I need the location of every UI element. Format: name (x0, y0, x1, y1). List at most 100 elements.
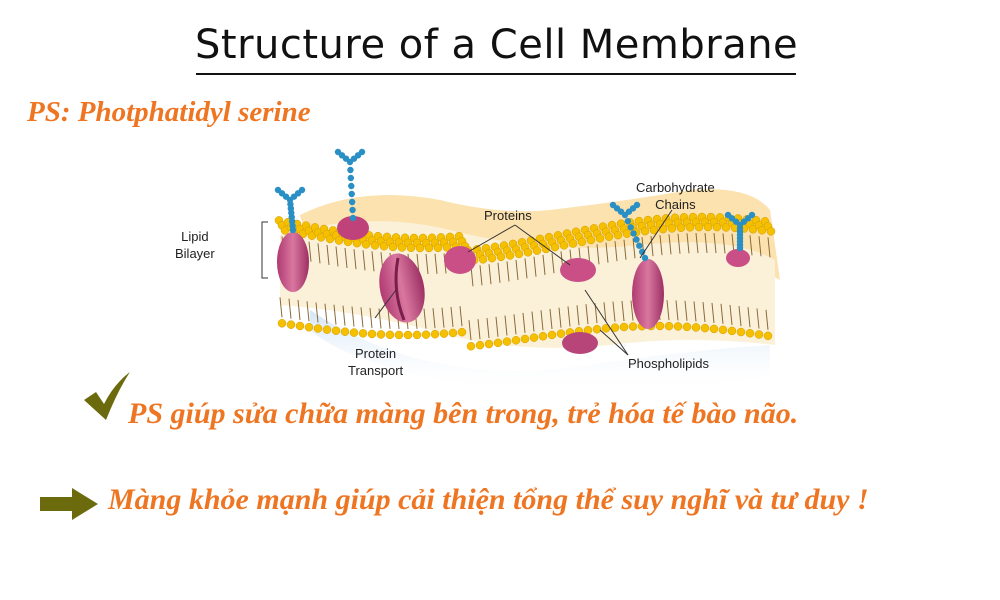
lipid-tail (504, 315, 508, 336)
phospholipid-head (700, 323, 710, 333)
phospholipid-head (286, 320, 296, 329)
phospholipid-head (619, 322, 629, 332)
phospholipid-head (424, 243, 434, 253)
phospholipid-head (277, 319, 287, 328)
lipid-tail (531, 311, 535, 332)
check-statement: PS giúp sửa chữa màng bên trong, trẻ hóa… (128, 397, 799, 430)
lipid-tail (720, 303, 724, 324)
phospholipid-head (709, 324, 719, 334)
lipid-tail (342, 305, 346, 326)
lipid-tail (306, 301, 310, 322)
phospholipid-head (412, 330, 422, 340)
phospholipid-head (559, 241, 569, 250)
lipid-tail (522, 312, 526, 333)
carbohydrate-unit (348, 190, 355, 198)
lipid-tail (551, 253, 555, 274)
lipid-tail (659, 235, 663, 256)
phospholipid-head (406, 243, 416, 253)
phospholipid-head (388, 242, 398, 252)
carbohydrate-unit (347, 174, 355, 182)
lipid-tail (540, 310, 544, 331)
carbohydrate-unit (348, 198, 356, 206)
phospholipid-head (538, 332, 548, 341)
phospholipid-head (361, 240, 371, 249)
lipid-tail (585, 304, 589, 325)
protein-transport-groove (394, 257, 406, 321)
phospholipid-head (667, 224, 677, 233)
label-lipid-bilayer: Lipid Bilayer (175, 229, 215, 261)
carbohydrate-unit (298, 186, 306, 194)
carbohydrate-unit (633, 201, 641, 209)
phospholipid-head (520, 334, 530, 344)
phospholipid-head (421, 330, 431, 339)
phospholipid-head (505, 251, 515, 260)
lipid-tail (695, 233, 699, 254)
arrow-statement: Màng khỏe mạnh giúp cải thiện tổng thể s… (108, 483, 869, 516)
phospholipid-head (415, 243, 425, 253)
protein-left (277, 232, 309, 292)
phospholipid-head (349, 328, 359, 337)
carbohydrate-unit (627, 224, 634, 231)
phospholipid-head (658, 224, 668, 234)
lipid-tail (488, 264, 492, 285)
phospholipid-head (664, 321, 674, 331)
lipid-tail (315, 302, 319, 323)
phospholipid-head (727, 326, 737, 336)
lipid-tail (713, 233, 717, 254)
phospholipid-head (703, 222, 713, 232)
phospholipid-head (457, 327, 467, 337)
phospholipid-head (376, 330, 386, 339)
lipid-tail (351, 306, 355, 327)
lipid-tail (533, 256, 537, 277)
phospholipid-head (385, 330, 395, 340)
lipid-tail (369, 307, 373, 329)
page-title: Structure of a Cell Membrane (195, 22, 799, 68)
carbohydrate-unit (724, 211, 732, 219)
carbohydrate-unit (636, 242, 643, 249)
subtitle: PS: Photphatidyl serine (27, 96, 311, 128)
phospholipid-head (592, 324, 602, 334)
lipid-tail (279, 297, 283, 318)
carbohydrate-unit (624, 217, 632, 225)
phospholipid-head (748, 225, 758, 234)
lipid-tail (326, 244, 330, 266)
phospholipid-head (685, 223, 695, 232)
phospholipid-head (502, 337, 512, 346)
carbohydrate-unit (638, 248, 646, 256)
lipid-tail (765, 309, 769, 330)
membrane-illustration (261, 148, 780, 393)
phospholipid-head (466, 341, 476, 351)
lipid-tail (441, 307, 445, 328)
phospholipid-head (757, 225, 767, 235)
label-pointers (261, 209, 673, 356)
lipid-tail (371, 251, 375, 272)
lipid-tail (767, 237, 771, 258)
phospholipid-head (313, 324, 323, 333)
lipid-tail (308, 241, 312, 262)
lipid-tail (297, 299, 301, 321)
phospholipid-head (586, 235, 596, 245)
lipid-tail (747, 307, 751, 328)
phospholipid-head (763, 331, 773, 341)
phospholipid-head (718, 325, 728, 335)
phospholipid-head (628, 322, 638, 331)
phospholipid-head (556, 329, 566, 338)
phospholipid-head (370, 241, 380, 250)
phospholipid-head (475, 340, 485, 350)
phospholipid-head (514, 249, 524, 259)
lipid-tail (468, 320, 472, 341)
pointer-transport (374, 289, 397, 319)
phospholipid-head (682, 322, 692, 332)
pointer-proteins-1 (467, 224, 516, 253)
lipid-tail (668, 234, 672, 255)
pointer-proteins-2 (514, 224, 571, 266)
phospholipid-head (604, 232, 614, 241)
phospholipid-head (496, 252, 506, 262)
lipid-tail (324, 303, 328, 324)
label-phospholipids: Phospholipids (628, 356, 709, 371)
protein-transport (379, 253, 425, 323)
phospholipid-head (403, 330, 413, 340)
phospholipid-head (367, 329, 377, 339)
membrane-shadow (310, 310, 770, 393)
pointer-phospholipids-1 (584, 289, 629, 356)
